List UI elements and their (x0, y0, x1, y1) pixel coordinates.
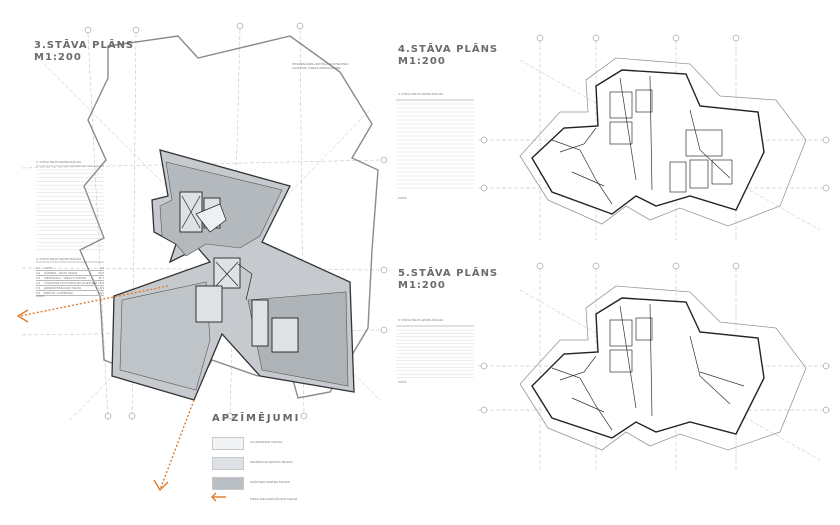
cell-name: SIENSKOLA - VIEGLS JUMTIN (44, 276, 87, 280)
cell-name: BIROJS - KOPĒTAVA (44, 291, 74, 295)
floor3-scale-text: M1:200 (34, 52, 82, 63)
floor5-title-text: 5.STĀVA PLĀNS (398, 268, 499, 279)
floor4-table-total: KOPĀ (398, 196, 407, 200)
cell-area: 11.2 (98, 276, 104, 280)
floor5-title: 5.STĀVA PLĀNS M1:200 (398, 268, 498, 292)
legend-item-science: ZINĀTNES CENTRA TELPAS (212, 477, 352, 490)
legend-swatch (212, 457, 244, 470)
legend-label: INKUBĀCIJA CENTRA TELPAS (250, 460, 293, 464)
legend-swatch (212, 477, 244, 490)
cell-area: 4.5 (99, 266, 104, 270)
floor3-table-header: 3. STĀVA TELPU EKSPLIKĀCIJA (36, 160, 82, 164)
cell-name: TUALETES UN DUŠAS AR IZLIETNĒM (44, 281, 98, 285)
legend-label: CO-WORKING TELPAS (250, 440, 283, 444)
legend-item-coworking: CO-WORKING TELPAS (212, 437, 352, 450)
floor5-building (531, 297, 765, 439)
floor4-table-header: 4. STĀVA TELPU EKSPLIKĀCIJA (398, 92, 444, 96)
legend-label: ZINĀTNES CENTRA TELPAS (250, 480, 290, 484)
legend-item-incubation: INKUBĀCIJA CENTRA TELPAS (212, 457, 352, 470)
cell-name: ADMINISTRĀCIJAS TELPA (44, 286, 82, 290)
legend-title: APZĪMĒJUMI (212, 413, 301, 424)
cell-name: LIFTS (44, 266, 53, 270)
cell-area: 15.6 (98, 281, 104, 285)
floor4-title: 4.STĀVA PLĀNS M1:200 (398, 44, 498, 68)
cell-id: 3.1 (36, 266, 41, 270)
site-note: INTEGRĒJAMS LIETOŠANAI APSKATES LAUKUMS,… (292, 62, 349, 70)
floor5-table-header: 5. STĀVA TELPU EKSPLIKĀCIJA (398, 318, 444, 322)
cell-id: 3.2 (36, 271, 41, 275)
cell-id: 3.6 (36, 291, 41, 295)
floor4-scale-text: M1:200 (398, 56, 446, 67)
evacuation-arrows (16, 285, 226, 502)
floor4-site (519, 57, 807, 227)
floor3-table-b-header: 3. STĀVA TELPU EKSPLIKĀCIJA (36, 257, 82, 261)
cell-area: 13.5 (98, 286, 104, 290)
floor3-title-text: 3.STĀVA PLĀNS (34, 40, 135, 51)
floor4-title-text: 4.STĀVA PLĀNS (398, 44, 499, 55)
cell-area: 19.1 (98, 291, 104, 295)
legend-arrow-label: PIEKĻUVE EVAKUĀCIJAS CEĻAM (250, 497, 298, 501)
floor4-plan (478, 34, 830, 240)
floor3-title: 3.STĀVA PLĀNS M1:200 (34, 40, 134, 64)
floor5-scale-text: M1:200 (398, 280, 446, 291)
floor4-building (531, 69, 765, 215)
floor3-table-b-total: KOPĀ (36, 294, 45, 298)
room-schedule-tables (36, 99, 474, 327)
floor3-plan (21, 22, 388, 421)
cell-area: 23.0 (98, 271, 104, 275)
legend-item-evacuation: PIEKĻUVE EVAKUĀCIJAS CEĻAM (212, 494, 352, 506)
floor5-site (519, 285, 807, 451)
floor5-plan (478, 262, 830, 470)
cell-name: KĀPNES - LIFTU TELPA (44, 271, 78, 275)
floor5-table-total: KOPĀ (398, 380, 407, 384)
cell-id: 3.5 (36, 286, 41, 290)
cell-id: 3.3 (36, 276, 41, 280)
cell-id: 3.4 (36, 281, 41, 285)
legend-swatch (212, 437, 244, 450)
